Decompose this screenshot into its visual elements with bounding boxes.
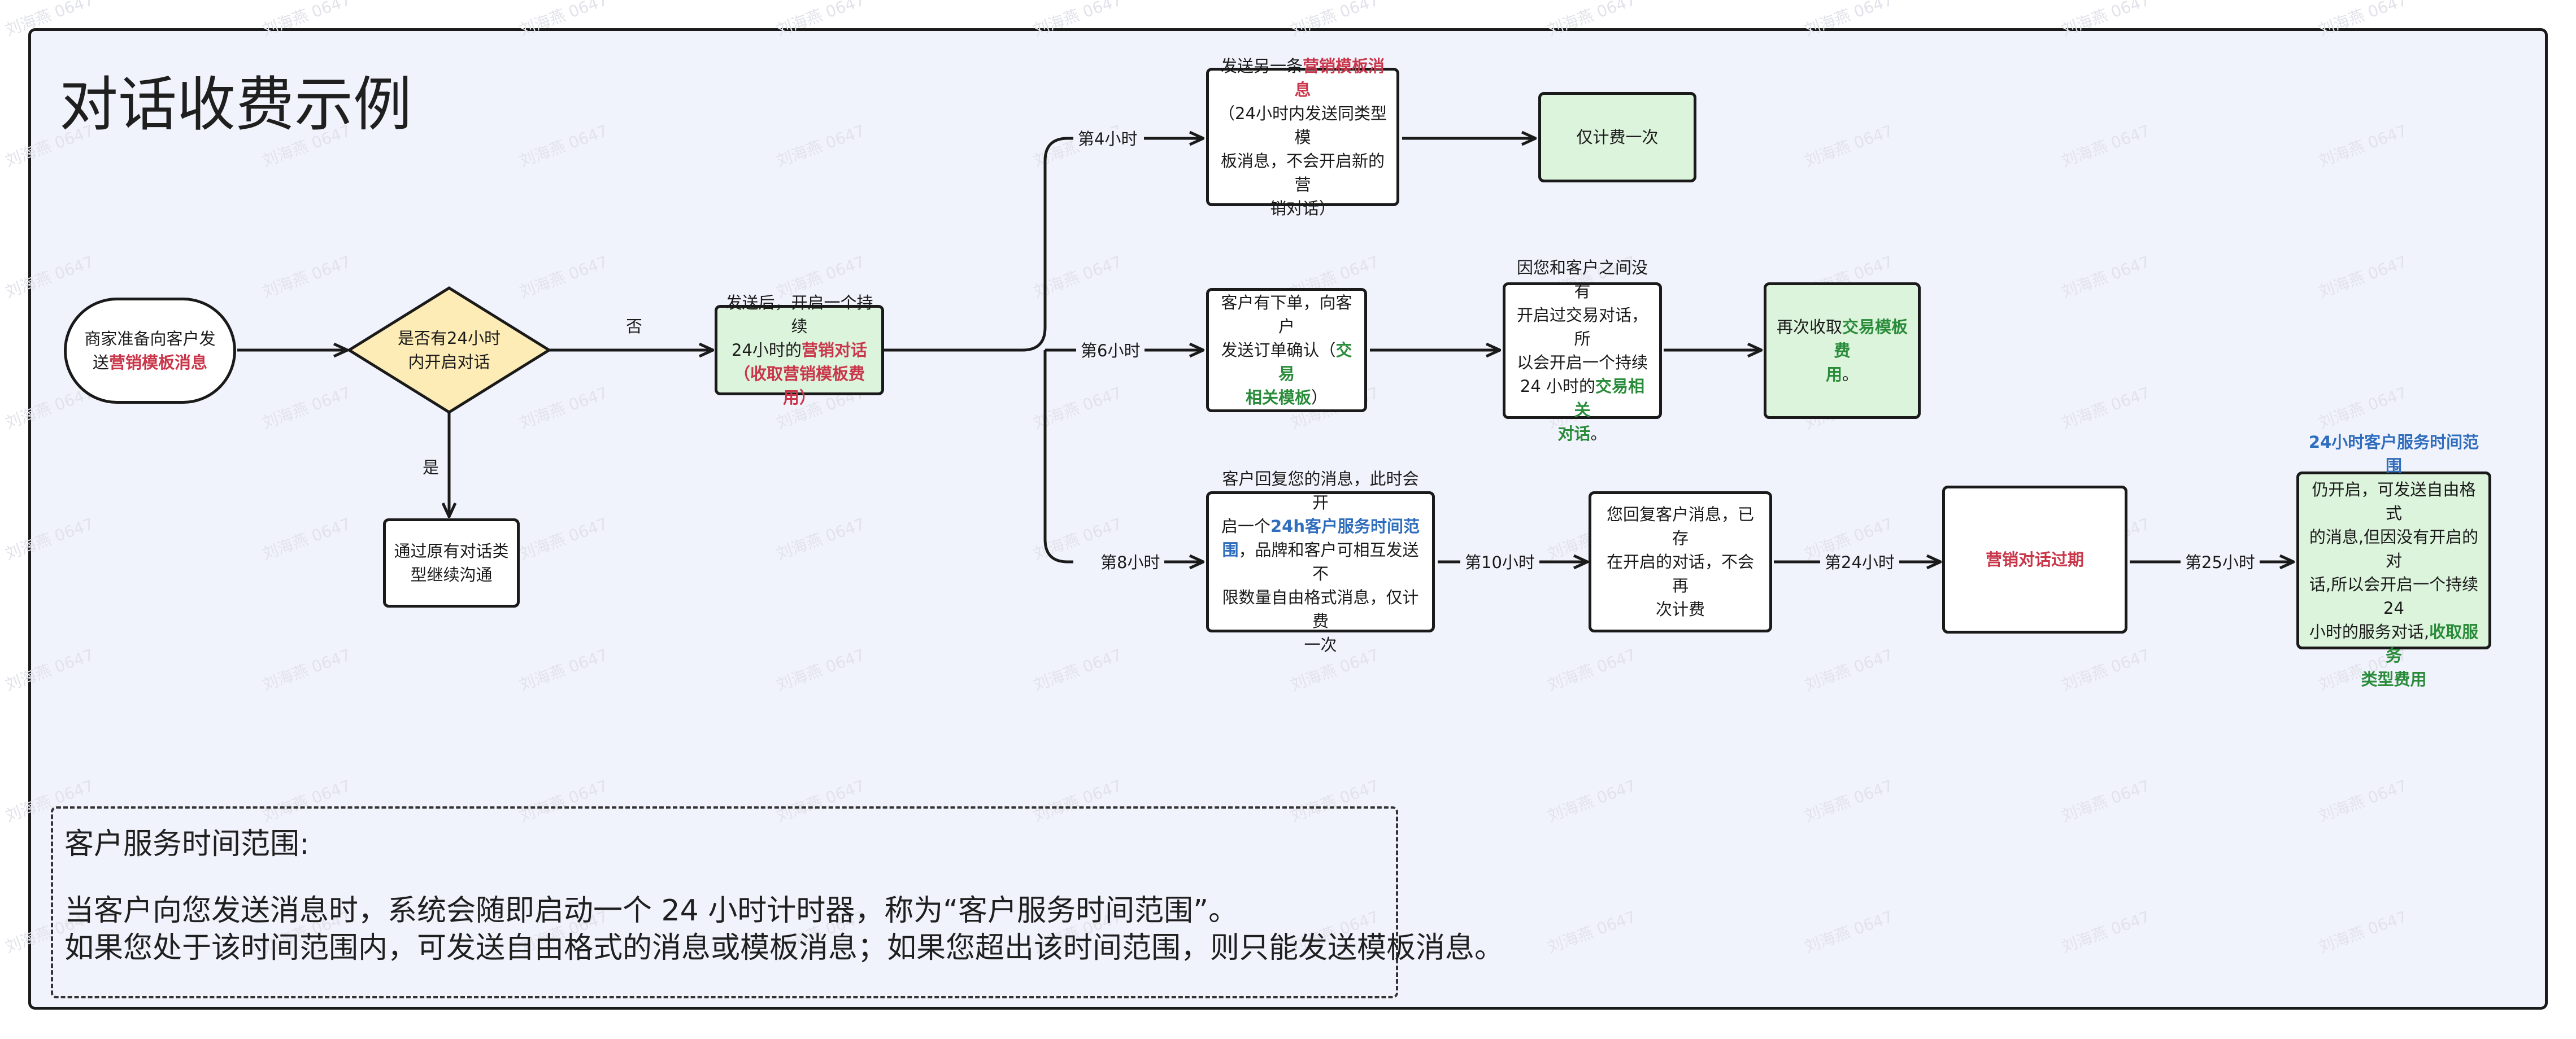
edge-branch-trunk bbox=[884, 137, 1073, 564]
node-you-reply: 您回复客户消息，已存在开启的对话，不会再次计费 bbox=[1589, 491, 1772, 632]
node-decision-label: 是否有24小时内开启对话 bbox=[398, 329, 501, 372]
note-line-1: 当客户向您发送消息时，系统会随即启动一个 24 小时计时器，称为“客户服务时间范… bbox=[64, 894, 1238, 928]
node-charge-once: 仅计费一次 bbox=[1538, 92, 1696, 182]
note-line-2: 如果您处于该时间范围内，可发送自由格式的消息或模板消息；如果您超出该时间范围，则… bbox=[64, 931, 1504, 965]
edge-label-h6: 第6小时 bbox=[1076, 340, 1145, 361]
definition-note: 客户服务时间范围: 当客户向您发送消息时，系统会随即启动一个 24 小时计时器，… bbox=[51, 806, 1504, 998]
edge-label-h24: 第24小时 bbox=[1820, 552, 1899, 573]
node-order-confirmation: 客户有下单，向客户发送订单确认（交易相关模板） bbox=[1206, 288, 1367, 412]
edge-label-h4: 第4小时 bbox=[1073, 129, 1142, 149]
edge-label-yes: 是 bbox=[418, 457, 444, 478]
edge-label-h25: 第25小时 bbox=[2181, 552, 2260, 573]
edge-label-no: 否 bbox=[621, 316, 647, 337]
edge-label-h10: 第10小时 bbox=[1460, 552, 1539, 573]
edge-label-h8: 第8小时 bbox=[1096, 552, 1165, 573]
node-service-conversation: 24小时客户服务时间范围仍开启，可发送自由格式的消息,但因没有开启的对话,所以会… bbox=[2296, 433, 2491, 689]
node-marketing-expired: 营销对话过期 bbox=[1942, 486, 2127, 634]
node-start: 商家准备向客户发送营销模板消息 bbox=[64, 298, 236, 404]
node-continue: 通过原有对话类型继续沟通 bbox=[383, 518, 520, 608]
page-title: 对话收费示例 bbox=[59, 70, 412, 139]
node-customer-reply: 客户回复您的消息，此时会开启一个24h客户服务时间范围，品牌和客户可相互发送不限… bbox=[1206, 469, 1435, 654]
node-send-another-template: 发送另一条营销模板消息（24小时内发送同类型模板消息，不会开启新的营销对话） bbox=[1206, 56, 1399, 218]
node-charge-again: 再次收取交易模板费用。 bbox=[1764, 282, 1921, 419]
note-heading: 客户服务时间范围: bbox=[64, 827, 310, 861]
